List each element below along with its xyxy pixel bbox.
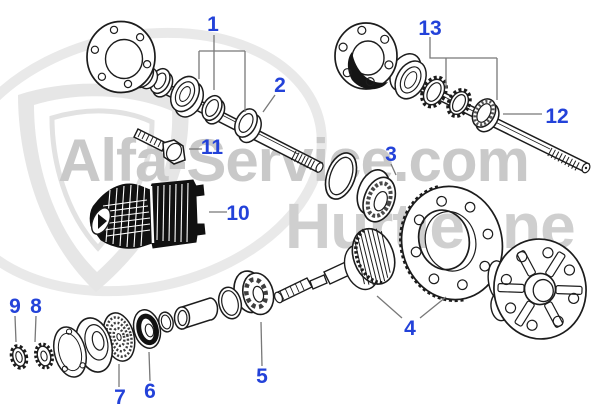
- leader-line-3: [390, 163, 397, 176]
- pinion-front-bearing: [389, 53, 427, 100]
- coupling-bore: [98, 214, 107, 229]
- leader-line-4: [376, 295, 447, 319]
- cover-plate: [52, 326, 88, 378]
- crown-wheel: [399, 185, 504, 303]
- carrier-bolt-holes: [500, 247, 580, 331]
- taper-roller-bearing: [356, 169, 397, 223]
- crown-wheel-holes: [410, 195, 494, 291]
- flange-bolt: [133, 128, 186, 165]
- side-bearing: [132, 309, 162, 349]
- callout-3: 3: [385, 143, 397, 166]
- wheel-bearing: [169, 75, 205, 118]
- bearing-ring-inner: [201, 94, 226, 125]
- seal-ring: [324, 152, 358, 200]
- shim-ring: [217, 286, 243, 320]
- flange-bolt-holes: [90, 25, 152, 89]
- hub-flange: [86, 20, 159, 94]
- callout-5: 5: [256, 365, 268, 388]
- spacer-sleeve: [173, 297, 219, 331]
- castellated-washer: [9, 344, 29, 370]
- callout-13: 13: [418, 17, 441, 40]
- leader-line-9: [14, 315, 17, 343]
- callout-1: 1: [207, 13, 219, 36]
- leader-line-5: [260, 321, 263, 367]
- spacer-collar: [234, 108, 262, 144]
- pinion-shaft-assembly: [334, 22, 591, 174]
- drive-pinion: [273, 227, 396, 304]
- leader-line-6: [148, 351, 151, 382]
- bolt-thread-hatch: [137, 130, 162, 148]
- axle-shaft-assembly: [86, 20, 324, 174]
- callout-11: 11: [201, 136, 224, 159]
- differential-side-stack: [9, 270, 275, 378]
- companion-flange: [334, 22, 398, 90]
- callout-12: 12: [545, 105, 568, 128]
- callout-2: 2: [274, 74, 286, 97]
- leader-line-8: [34, 315, 37, 343]
- callout-8: 8: [30, 295, 42, 318]
- leader-lines: [14, 35, 542, 387]
- shaft-spline-hatch: [547, 147, 580, 171]
- carrier-spokes: [497, 250, 583, 328]
- coupling-spline-hatch: [100, 182, 189, 248]
- callout-4: 4: [404, 317, 416, 340]
- castellated-nut-front: [420, 75, 448, 109]
- callout-6: 6: [144, 380, 156, 403]
- leader-line-13: [429, 37, 498, 100]
- axle-spline-hatch: [290, 150, 316, 170]
- thrust-ring: [158, 311, 174, 333]
- star-lock-washer: [34, 342, 54, 370]
- leader-line-2: [262, 94, 276, 113]
- flange-bolt-holes: [338, 25, 394, 87]
- callout-10: 10: [226, 202, 249, 225]
- pinion-teeth-hatch: [353, 228, 391, 286]
- pinion-gear-head: [343, 227, 396, 291]
- coupling-groove: [149, 185, 155, 244]
- leader-line-1: [198, 35, 246, 112]
- castellated-nut-rear: [446, 88, 472, 118]
- pinion-rear-bearing: [471, 98, 500, 133]
- callout-9: 9: [9, 295, 21, 318]
- sliding-coupling: [89, 179, 206, 249]
- differential-carrier: [487, 238, 587, 340]
- callout-numbers: 1 2 3 4 5 6 7 8 9 10 11 12 13: [9, 13, 569, 407]
- flange-shadow: [347, 52, 388, 90]
- callout-7: 7: [114, 386, 126, 407]
